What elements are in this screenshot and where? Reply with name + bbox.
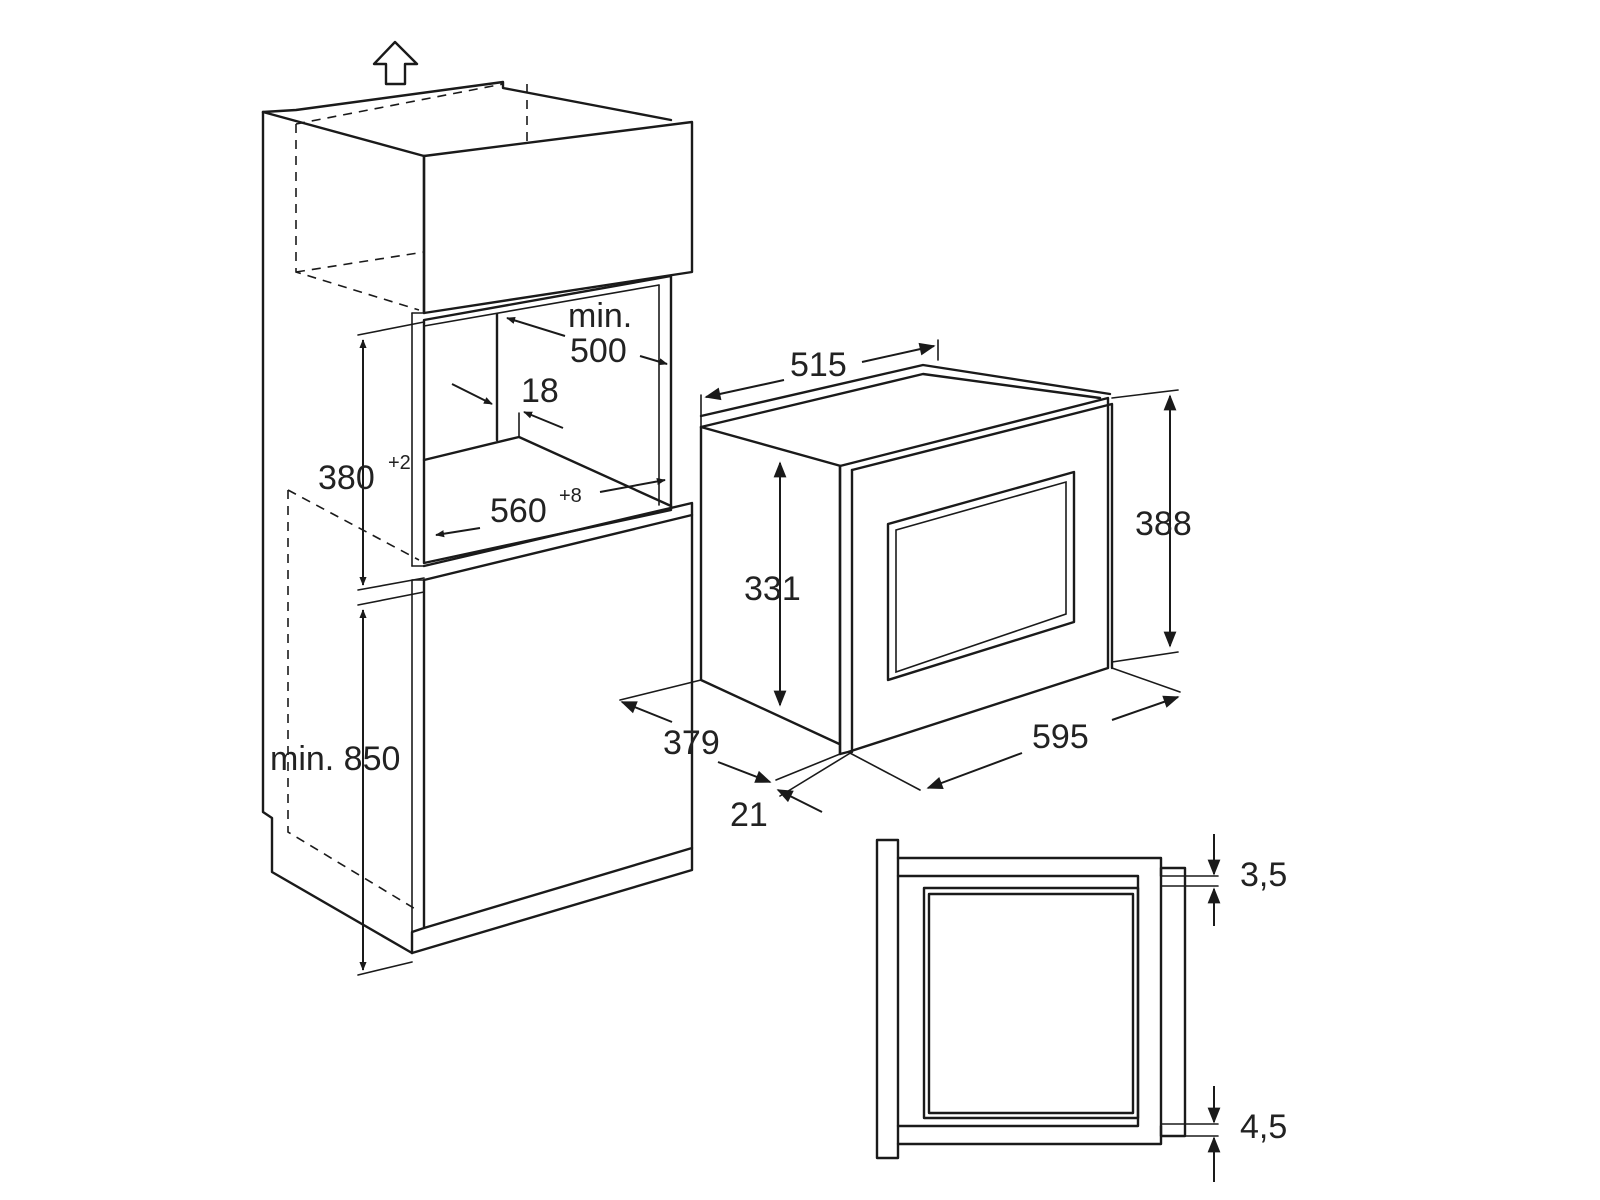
label-21: 21 [730, 796, 768, 834]
label-515: 515 [790, 346, 847, 384]
label-560: 560 [490, 492, 547, 530]
label-min-850: min. 850 [270, 740, 400, 778]
label-380-tolerance: +2 [388, 452, 411, 474]
label-380: 380 [318, 459, 375, 497]
cabinet-dimensions [357, 316, 668, 976]
label-595: 595 [1032, 718, 1089, 756]
label-18: 18 [521, 372, 559, 410]
appliance [699, 363, 1114, 756]
label-331: 331 [744, 570, 801, 608]
label-500: 500 [570, 332, 627, 370]
label-3-5: 3,5 [1240, 856, 1287, 894]
label-379: 379 [663, 724, 720, 762]
up-arrow-outline-icon [372, 40, 419, 86]
appliance-dimensions [619, 339, 1181, 813]
cabinet [261, 80, 694, 955]
cross-section [875, 834, 1221, 1182]
label-4-5: 4,5 [1240, 1108, 1287, 1146]
label-388: 388 [1135, 505, 1192, 543]
label-min: min. [568, 297, 632, 335]
label-560-tolerance: +8 [559, 485, 582, 507]
